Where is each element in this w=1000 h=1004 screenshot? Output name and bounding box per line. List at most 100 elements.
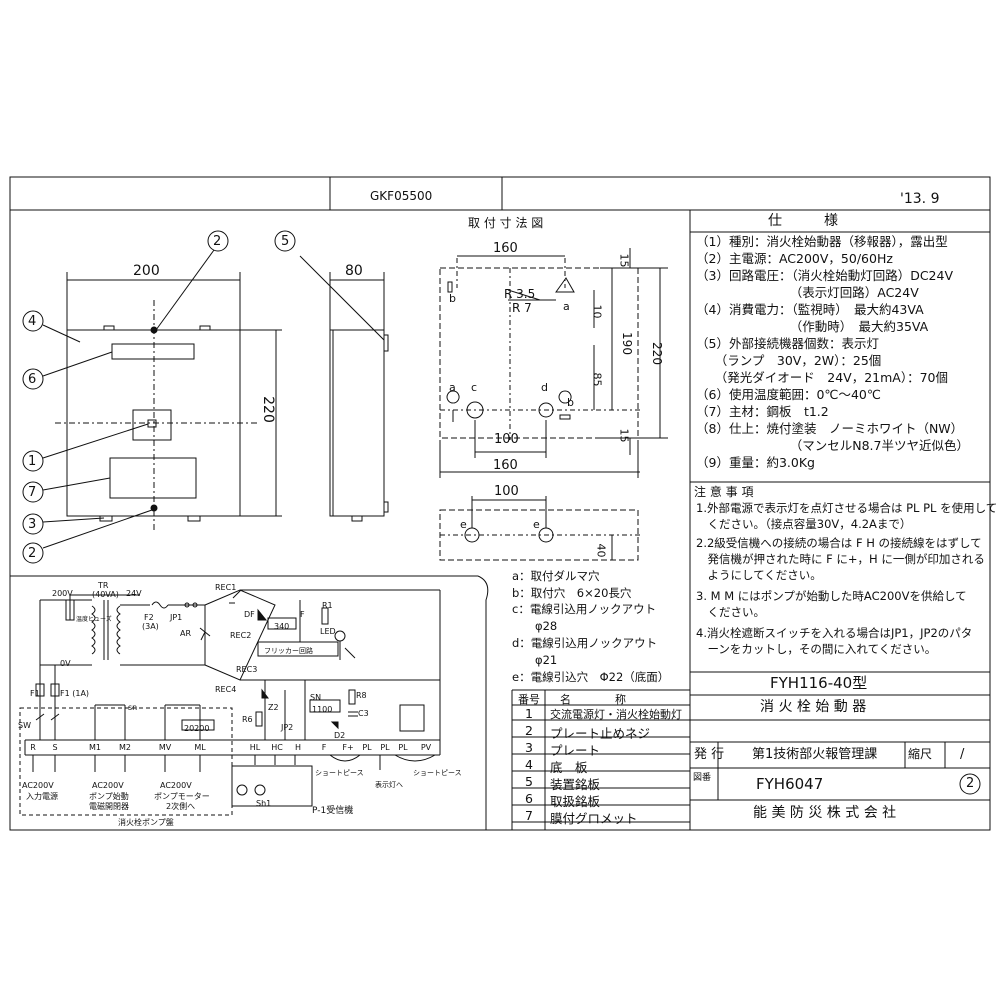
part-name: 交流電源灯・消火栓始動灯 [550, 708, 682, 721]
dim-front-width: 200 [133, 263, 160, 279]
scale-label: 縮尺 [908, 747, 933, 761]
terminal: ML [194, 743, 206, 752]
label-jp2: JP2 [281, 723, 294, 732]
terminal: HL [249, 743, 261, 752]
part-name: プレート止めネジ [550, 726, 651, 741]
dim-side-width: 80 [345, 263, 363, 279]
label-24v: 24V [126, 589, 142, 598]
label-20200: 20200 [184, 724, 210, 733]
callout-2-bottom: 2 [28, 546, 37, 561]
label-r8: R8 [356, 691, 367, 700]
part-no: 3 [525, 740, 533, 755]
label-f2-rating: (3A) [142, 622, 159, 631]
callout-7: 3 [28, 517, 37, 532]
mount-dim-160-bottom: 160 [493, 458, 518, 473]
caption-pump-panel: 消火栓ポンプ盤 [118, 818, 174, 827]
issue-date: '13. 9 [900, 191, 940, 207]
part-name: 膜付グロメット [550, 811, 638, 826]
label-short-piece-2: ショートピース [413, 769, 462, 777]
mount-dim-85: 85 [590, 372, 604, 387]
table-lines [511, 231, 990, 830]
mount-letter-e-left: e [460, 518, 467, 531]
label-tr-va: (40VA) [92, 590, 119, 599]
note-row: 3. M M にはポンプが始動した時AC200Vを供給して [696, 589, 967, 603]
callout-1: 1 [28, 454, 37, 469]
mount-r35: R 3.5 [504, 287, 536, 301]
mount-dim-15-top: 15 [617, 253, 631, 268]
label-f1: F1 [30, 689, 40, 698]
callout-5: 6 [28, 372, 37, 387]
mount-r7: R 7 [512, 301, 532, 315]
terminal: MV [158, 743, 172, 752]
spec-row: （8）仕上：焼付塗装 ノーミホワイト（NW） [696, 421, 964, 436]
note-row: 2.2級受信機への接続の場合は F H の接続線をはずして [696, 536, 982, 550]
callout-4: 5 [281, 234, 290, 249]
label-jp1: JP1 [170, 613, 183, 622]
caption-pump-start: AC200V [92, 781, 124, 790]
mount-drawing [439, 248, 668, 561]
note-row: ーンをカットし，その間に入れてください。 [696, 642, 937, 656]
note-row: ようにしてください。 [696, 568, 822, 582]
part-no: 2 [525, 723, 533, 738]
mount-letter-a-left: a [449, 381, 456, 394]
callout-2-top: 2 [213, 234, 222, 249]
spec-row: （作動時） 最大約35VA [696, 319, 929, 334]
legend-c-size: φ28 [512, 619, 558, 633]
part-no: 6 [525, 791, 533, 806]
terminal: M2 [119, 743, 131, 752]
front-view [55, 272, 282, 530]
part-no: 7 [525, 808, 533, 823]
spec-row: （マンセルN8.7半ツヤ近似色） [696, 438, 969, 453]
drawing-no-label: 図番 [693, 773, 712, 783]
mount-letter-e-right: e [533, 518, 540, 531]
terminal: PL [398, 743, 408, 752]
label-led: LED [320, 627, 336, 636]
callouts [22, 230, 296, 564]
caption-pump-motor-2: ポンプモーター [154, 792, 210, 801]
part-name: 装置銘板 [550, 777, 601, 792]
mount-dim-220: 220 [649, 342, 664, 365]
spec-row: （6）使用温度範囲：0℃～40℃ [696, 387, 881, 402]
label-short-piece-1: ショートピース [315, 769, 364, 777]
mount-dim-15-bottom: 15 [617, 428, 631, 443]
terminal: F [321, 743, 327, 752]
legend-b: b：取付穴 6×20長穴 [512, 586, 632, 600]
part-no: 1 [525, 706, 533, 721]
issue-label: 発 行 [694, 747, 725, 762]
label-to-indicator: 表示灯へ [375, 781, 403, 789]
spec-row: （1）種別：消火栓始動器（移報器），露出型 [696, 234, 948, 249]
label-z2: Z2 [268, 703, 279, 712]
label-sn2: SN [310, 693, 322, 702]
side-view [299, 255, 389, 522]
note-row: ください。（接点容量30V，4.2Aまで） [696, 517, 912, 531]
callout-3: 4 [28, 314, 37, 329]
mount-letter-d: d [541, 381, 548, 394]
notes-title: 注 意 事 項 [694, 485, 754, 499]
label-r1: R1 [322, 601, 333, 610]
legend-a: a：取付ダルマ穴 [512, 569, 600, 583]
label-d2: D2 [334, 731, 346, 740]
legend-d: d：電線引込用ノックアウト [512, 636, 658, 650]
label-340: 340 [274, 622, 290, 631]
mount-title: 取 付 寸 法 図 [468, 216, 544, 230]
terminal: PL [380, 743, 390, 752]
spec-row: （5）外部接続機器個数：表示灯 [696, 336, 879, 351]
parts-header-no: 番号 [518, 693, 540, 706]
terminal: S [52, 743, 58, 752]
label-p1-receiver: P-1受信機 [312, 806, 354, 816]
note-row: 4.消火栓遮断スイッチを入れる場合はJP1，JP2のパタ [696, 626, 973, 640]
label-sw: SW [18, 721, 31, 730]
terminal: PL [362, 743, 372, 752]
parts-header-name: 名 称 [560, 693, 626, 706]
company-name: 能 美 防 災 株 式 会 社 [753, 805, 897, 821]
spec-row: （2）主電源：AC200V，50/60Hz [696, 251, 893, 266]
label-flicker: フリッカー回路 [264, 647, 313, 655]
label-200v: 200V [52, 589, 73, 598]
terminal: PV [420, 743, 432, 752]
legend-c: c：電線引込用ノックアウト [512, 602, 657, 616]
part-no: 5 [525, 774, 533, 789]
terminal: R [30, 743, 36, 752]
spec-row: （表示灯回路）AC24V [696, 285, 919, 300]
